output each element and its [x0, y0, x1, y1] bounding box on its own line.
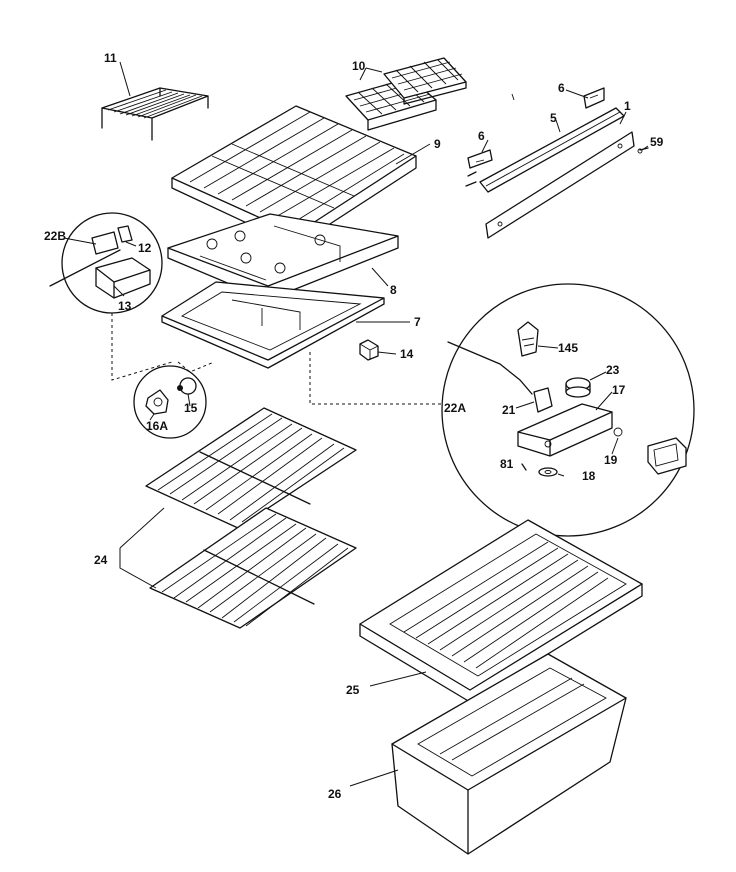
label-part-9: 9	[434, 137, 441, 151]
part-10-ice-trays	[345, 57, 467, 131]
label-part-7: 7	[414, 315, 421, 329]
detail-circle-16a	[133, 365, 207, 439]
label-part-22b: 22B	[44, 229, 66, 243]
leader-dash-left	[111, 313, 173, 381]
label-part-5: 5	[550, 111, 557, 125]
leader-dash-left-2	[177, 361, 215, 373]
label-part-21: 21	[502, 403, 516, 417]
label-part-81: 81	[500, 457, 514, 471]
label-part-26: 26	[328, 787, 342, 801]
label-part-59: 59	[650, 135, 664, 149]
label-part-1: 1	[624, 99, 631, 113]
label-part-11: 11	[104, 51, 117, 65]
label-part-6a: 6	[478, 129, 485, 143]
label-part-23: 23	[606, 363, 620, 377]
label-part-17: 17	[612, 383, 626, 397]
label-part-14: 14	[400, 347, 414, 361]
part-11-wire-rack	[101, 87, 209, 141]
label-part-16a: 16A	[146, 419, 168, 433]
label-part-13: 13	[118, 299, 132, 313]
part-switch-box	[647, 437, 687, 475]
label-part-145: 145	[558, 341, 578, 355]
detail-circle-left	[49, 212, 163, 314]
part-25-crisper-cover	[359, 519, 643, 703]
leader-dash-right	[309, 352, 442, 405]
label-part-15: 15	[184, 401, 198, 415]
label-part-12: 12	[138, 241, 152, 255]
label-part-24: 24	[94, 553, 108, 567]
part-14-block	[359, 339, 379, 361]
label-part-6b: 6	[558, 81, 565, 95]
detail-circle-right	[441, 283, 695, 537]
leader-lines	[63, 61, 649, 787]
small-mark	[511, 93, 515, 101]
part-8-drip-tray	[167, 213, 399, 301]
label-part-19: 19	[604, 453, 618, 467]
label-part-8: 8	[390, 283, 397, 297]
label-part-10: 10	[352, 59, 366, 73]
label-part-22a: 22A	[444, 401, 466, 415]
part-labels: 11 10 9 6 6 5 1 59 22B 12 13 8 7 14 145 …	[44, 51, 664, 801]
part-7-frame	[161, 281, 385, 369]
part-24-shelves	[145, 407, 357, 629]
label-part-18: 18	[582, 469, 596, 483]
part-5-1-rails	[479, 107, 635, 239]
part-6-brackets	[465, 87, 605, 187]
part-26-crisper-drawer	[391, 653, 627, 855]
label-part-25: 25	[346, 683, 360, 697]
